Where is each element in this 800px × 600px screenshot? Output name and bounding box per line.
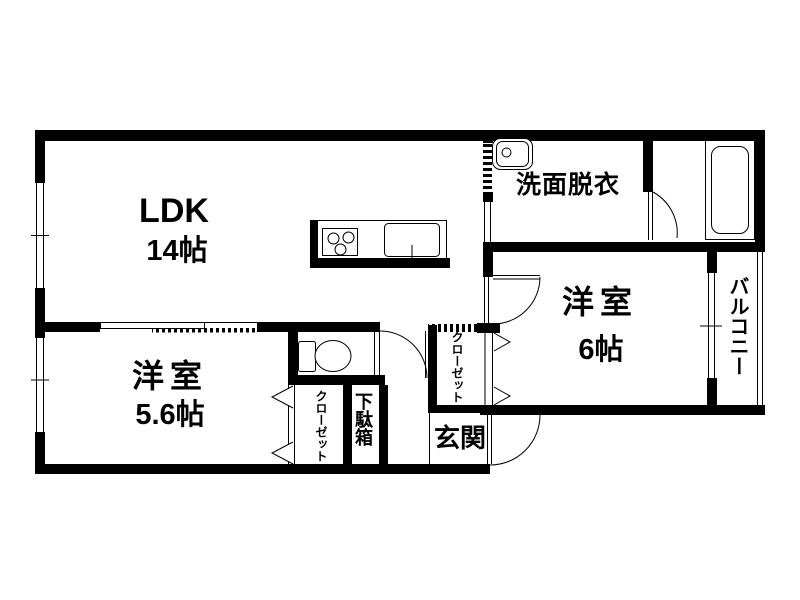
toilet-icon (298, 340, 352, 372)
wall-outer-bottom-right (480, 405, 765, 415)
balcony-railing (757, 250, 763, 405)
closet6-chevron-top (493, 332, 512, 352)
hallway-door-arc (379, 330, 428, 379)
wall-outer-right-top (755, 130, 765, 250)
wall-closet6-left (428, 325, 437, 413)
wall-shoebox-left (343, 385, 352, 474)
entrance-door (487, 414, 541, 466)
wall-balcony-left-a (707, 250, 717, 273)
bath-door-arc (652, 191, 678, 239)
walls (35, 130, 765, 474)
sliding-door-washroom-panel (484, 202, 491, 242)
wall-balcony-left-b (707, 378, 717, 407)
wall-outer-left-a (35, 130, 45, 183)
sliding-door-hatch-ldk-bedroom56 (152, 328, 257, 333)
sliding-door-hatch-washroom (483, 143, 492, 192)
closet56-chevron-bottom (270, 441, 294, 465)
room-label-shoe-cabinet: 下駄箱 (353, 392, 373, 446)
wall-outer-left-c (35, 432, 45, 474)
room-size-bedroom6: 6帖 (578, 334, 624, 366)
entrance-door-arc (489, 414, 541, 466)
fixtures (298, 138, 755, 372)
wall-outer-left-b (35, 288, 45, 338)
bedroom6-door-arc (492, 276, 541, 325)
wall-outer-top (35, 130, 765, 141)
room-size-ldk: 14帖 (146, 235, 208, 267)
washbasin-icon (492, 138, 533, 170)
thin-lines (31, 183, 763, 466)
window-ldk-west (31, 183, 49, 288)
bath-door (648, 191, 678, 240)
kitchen-stove-icon (322, 228, 358, 256)
wall-toilet-bottom (288, 375, 385, 385)
wall-shoebox-right (379, 385, 388, 474)
room-label-bedroom6: 洋室 (561, 284, 639, 320)
wall-ldk-washroom-a (483, 135, 493, 143)
room-label-balcony: バルコニー (726, 276, 748, 376)
bedroom6-door (484, 273, 541, 325)
wall-bedroom6-left-stub (483, 252, 493, 277)
window-bedroom56-west (31, 338, 49, 432)
closet56-chevron-top (270, 385, 294, 409)
room-label-closet-bedroom6: クローゼット (450, 331, 464, 403)
room-label-washroom: 洗面脱衣 (515, 171, 621, 199)
closet6-chevron-bottom (493, 386, 512, 406)
room-label-entrance: 玄関 (433, 423, 487, 453)
wall-ldk-washroom-b (483, 192, 493, 202)
wall-closet6-bottom (428, 405, 500, 413)
bathtub-icon (705, 140, 755, 240)
sliding-door-ldk-bedroom56 (100, 322, 257, 329)
sliding-door-hatch-closet6-top (428, 324, 477, 332)
hallway-door (379, 330, 429, 379)
room-label-bedroom56: 洋室 (131, 358, 209, 394)
wall-junction-block (477, 323, 500, 333)
wall-toilet-left (288, 330, 298, 375)
wall-outer-bottom-left (35, 464, 490, 474)
closet56-folding-door (270, 385, 295, 465)
room-size-bedroom56: 5.6帖 (135, 399, 205, 431)
wall-ldk-bottom-a (35, 322, 100, 332)
wall-washroom-bath (643, 135, 653, 192)
closet6-folding-door (484, 332, 512, 406)
kitchen-sink-icon (384, 223, 440, 259)
room-label-closet-bedroom56: クローゼット (314, 390, 328, 462)
toilet-door (374, 330, 380, 375)
wall-washroom-bottom (483, 242, 765, 252)
window-bedroom6-balcony (700, 273, 722, 378)
wall-ldk-bottom-b (257, 322, 380, 332)
room-label-ldk: LDK (139, 192, 209, 230)
